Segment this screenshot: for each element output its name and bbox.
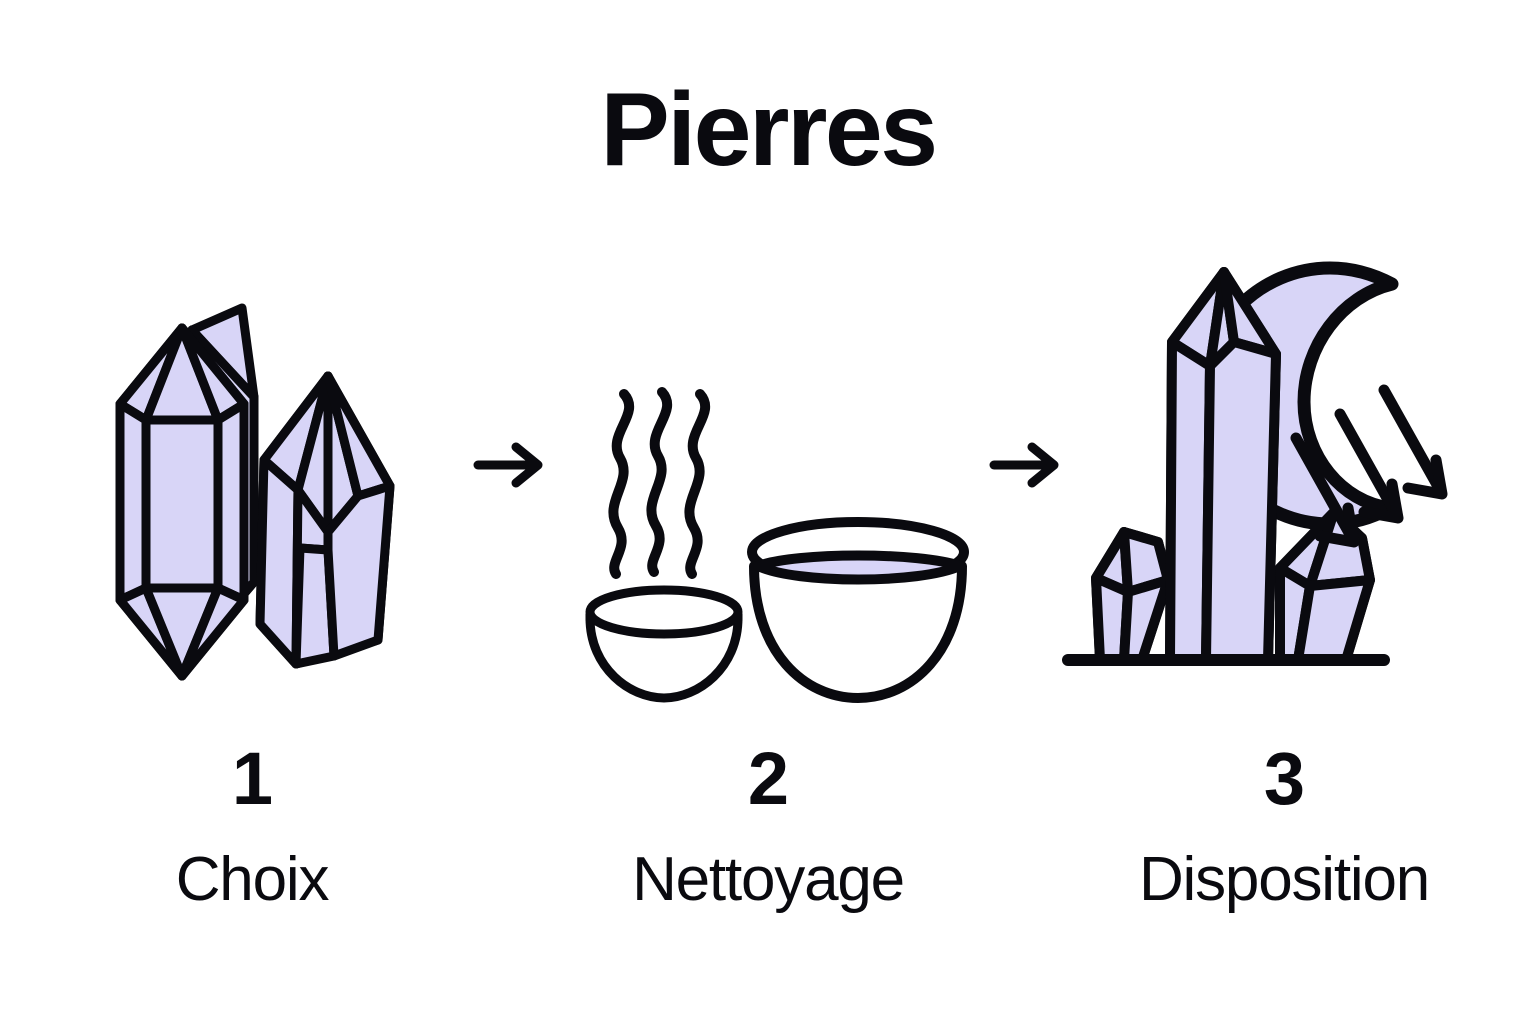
moonlight-arrow bbox=[1378, 384, 1448, 500]
connector-2 bbox=[978, 250, 1074, 680]
step-1-illustration bbox=[42, 250, 462, 681]
moonlight-arrows bbox=[1290, 384, 1448, 548]
bowl-water bbox=[753, 550, 965, 585]
step-2-number: 2 bbox=[747, 737, 789, 820]
arrow-right-icon bbox=[989, 442, 1059, 488]
step-1-number: 1 bbox=[231, 737, 273, 820]
step-3-number: 3 bbox=[1263, 737, 1305, 820]
step-2-label: Nettoyage bbox=[632, 845, 905, 914]
large-bowl bbox=[747, 517, 969, 704]
connector-1 bbox=[462, 250, 558, 680]
step-3-label: Disposition bbox=[1138, 845, 1430, 914]
step-3: 3 Disposition bbox=[1062, 250, 1494, 915]
step-3-illustration bbox=[1062, 250, 1494, 680]
steam-lines bbox=[608, 387, 711, 579]
step-2: 2 Nettoyage bbox=[558, 250, 978, 915]
step-2-illustration bbox=[558, 250, 978, 704]
arrow-right-icon bbox=[473, 442, 543, 488]
moonlight-arrow bbox=[1334, 408, 1404, 524]
crystals-pair-icon bbox=[115, 303, 395, 681]
moon-over-crystal-cluster-icon bbox=[1062, 261, 1448, 666]
step-1: 1 Choix bbox=[42, 250, 462, 915]
page-title: Pierres bbox=[600, 72, 938, 188]
step-1-label: Choix bbox=[175, 845, 330, 914]
steps-row: 1 Choix bbox=[0, 250, 1536, 950]
steaming-bowls-icon bbox=[585, 387, 969, 704]
small-bowl bbox=[585, 585, 743, 703]
moonlight-arrow bbox=[1290, 432, 1360, 548]
crystal-cluster-icon bbox=[1062, 267, 1390, 666]
